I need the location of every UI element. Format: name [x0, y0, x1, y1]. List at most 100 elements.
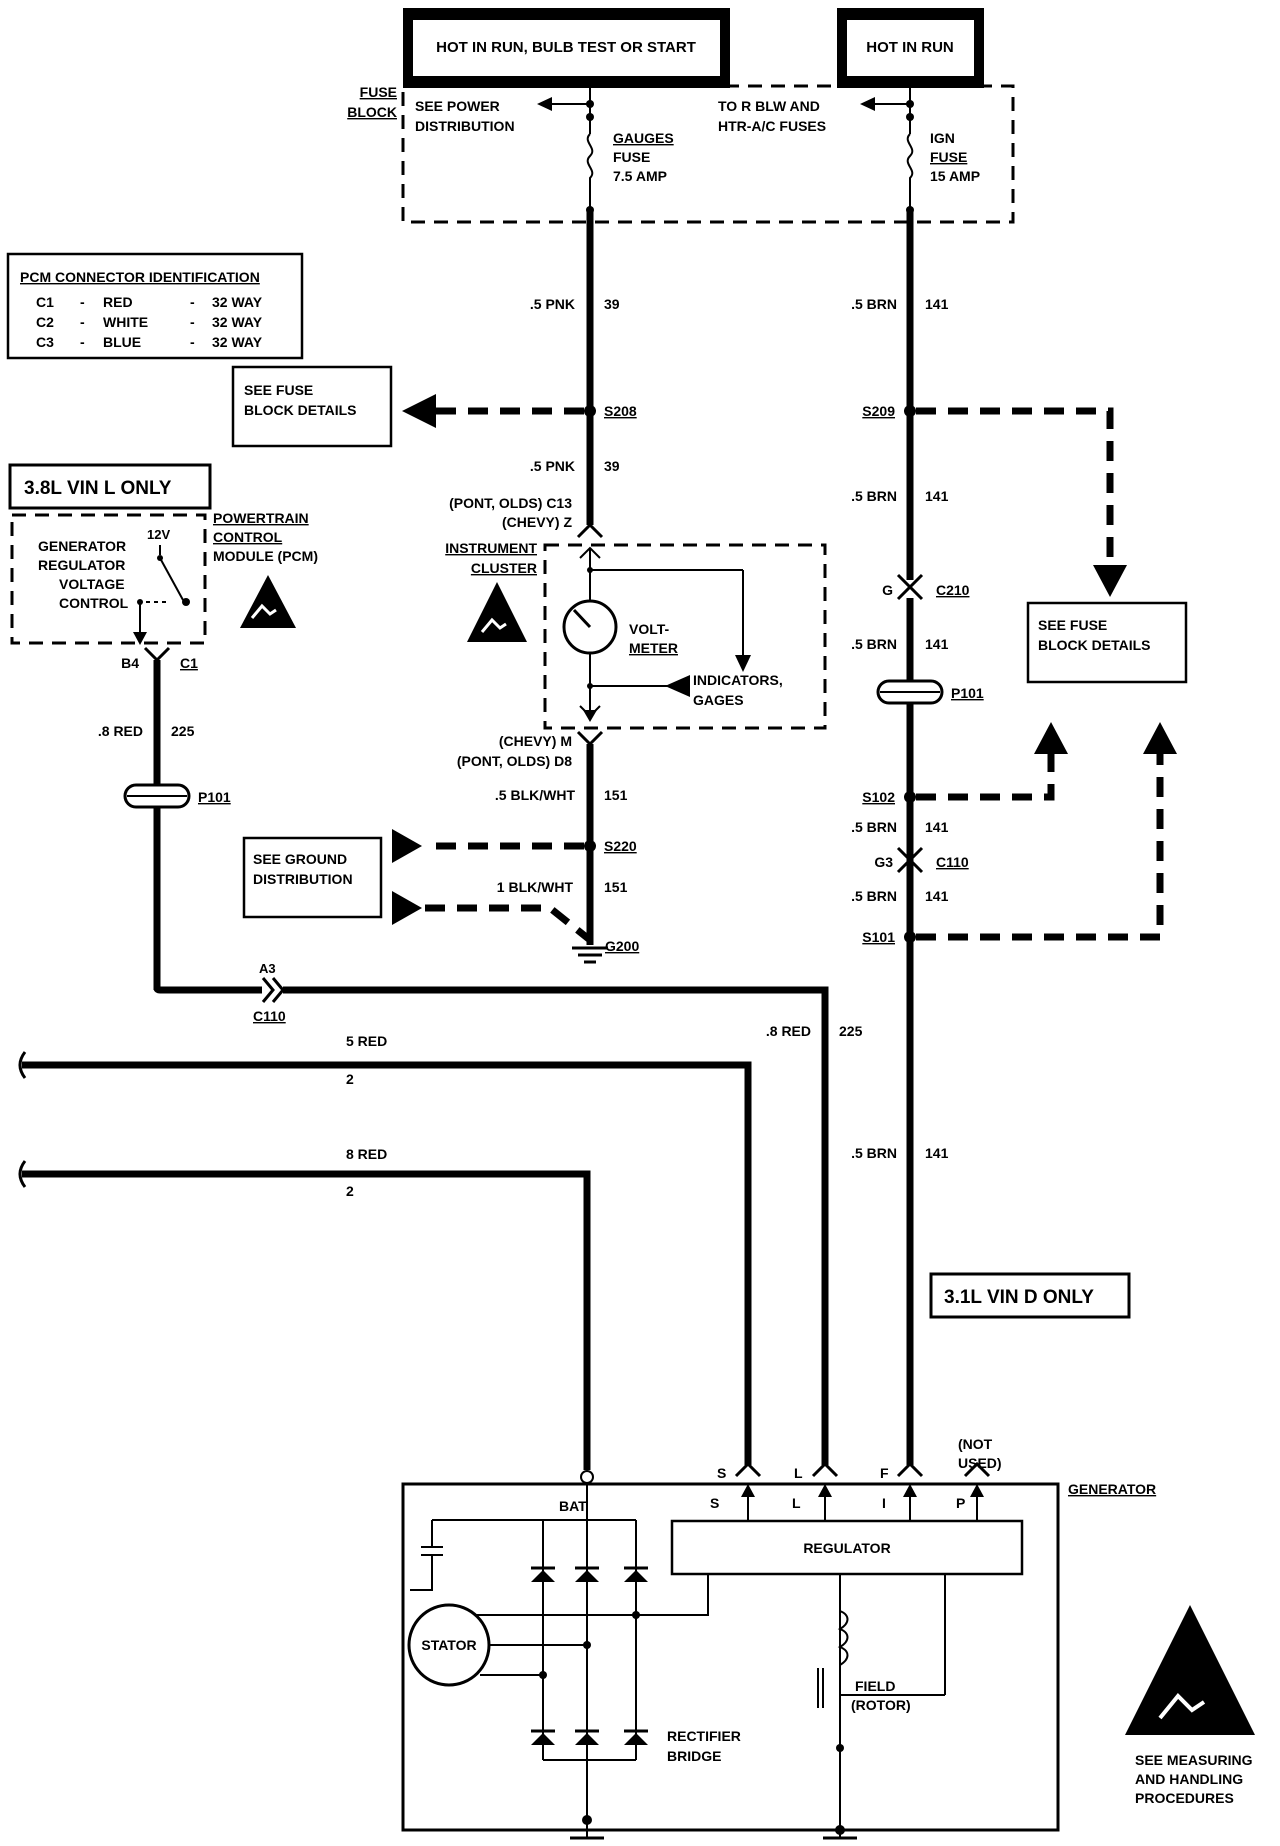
pcm-id-row-ways: 32 WAY: [212, 334, 263, 350]
terminal-label: S: [717, 1465, 726, 1481]
wire-label: .5 BRN: [851, 296, 897, 312]
wire-label: .8 RED: [766, 1023, 811, 1039]
diode-icon: [531, 1729, 555, 1745]
pcm-id-row-sep: -: [80, 334, 85, 350]
pcm-id-row-sep: -: [190, 294, 195, 310]
terminal-label: L: [792, 1495, 801, 1511]
wire-label: 1 BLK/WHT: [497, 879, 574, 895]
connector-label: (PONT, OLDS) D8: [457, 753, 572, 769]
ground-icon: [572, 946, 608, 964]
pcm-name-label: POWERTRAIN: [213, 510, 309, 526]
wire-2-red-8: [22, 1170, 591, 1470]
pcm-id-row-sep: -: [190, 334, 195, 350]
generator: [401, 1482, 1060, 1832]
see-fuse-label-2: BLOCK DETAILS: [1038, 637, 1151, 653]
voltmeter-label-1: VOLT-: [629, 621, 670, 637]
vin-l-label: 3.8L VIN L ONLY: [24, 478, 172, 499]
wire-label: .5 BRN: [851, 1145, 897, 1161]
to-fuses-2: HTR-A/C FUSES: [718, 118, 826, 134]
see-ground-box: [242, 836, 383, 919]
connector-label: (CHEVY) M: [499, 733, 572, 749]
pcm-id-title: PCM CONNECTOR IDENTIFICATION: [20, 269, 260, 285]
indicators-label-2: GAGES: [693, 692, 744, 708]
field-label: (ROTOR): [851, 1697, 911, 1713]
gauges-fuse-1: GAUGES: [613, 130, 674, 146]
circuit-number: 39: [604, 296, 620, 312]
esd-note-line: SEE MEASURING: [1135, 1752, 1253, 1768]
connector-label: P101: [951, 685, 984, 701]
ign-fuse-1: IGN: [930, 130, 955, 146]
pcm-id-row-sep: -: [190, 314, 195, 330]
fuse-block: [401, 84, 1015, 224]
splice-s208: [584, 405, 596, 417]
vin-l-box: [8, 463, 212, 510]
rectifier-label: RECTIFIER: [667, 1728, 741, 1744]
to-fuses-1: TO R BLW AND: [718, 98, 820, 114]
splice-s102: [904, 791, 916, 803]
wire-label: .5 BRN: [851, 636, 897, 652]
circuit-number: 39: [604, 458, 620, 474]
wire-label: 5 RED: [346, 1033, 387, 1049]
wire-label: .5 PNK: [530, 296, 575, 312]
wire-label: 8 RED: [346, 1146, 387, 1162]
pcm-name-label: CONTROL: [213, 529, 283, 545]
circuit-number: 151: [604, 787, 628, 803]
arrow-icon: [860, 97, 875, 111]
splice-label: S101: [862, 929, 895, 945]
rectifier-label: BRIDGE: [667, 1748, 721, 1764]
splice-s101: [904, 931, 916, 943]
field-coil-icon: [837, 1610, 849, 1666]
pcm-id-table: [6, 252, 304, 360]
terminal-label: P: [956, 1495, 965, 1511]
pcm-id-row-color: RED: [103, 294, 133, 310]
connector-c210: [896, 573, 924, 601]
pin-label: C1: [180, 655, 198, 671]
see-ground-label-1: SEE GROUND: [253, 851, 347, 867]
pin-label: B4: [121, 655, 139, 671]
pcm-id-row-sep: -: [80, 314, 85, 330]
wire-label: .5 BLK/WHT: [495, 787, 576, 803]
gauges-fuse-3: 7.5 AMP: [613, 168, 667, 184]
circuit-number: 141: [925, 636, 949, 652]
stator-label: STATOR: [421, 1637, 476, 1653]
splice-label: S209: [862, 403, 895, 419]
see-fuse-label-2: BLOCK DETAILS: [244, 402, 357, 418]
arrow-icon: [392, 891, 422, 925]
fuse-icon: [906, 133, 914, 210]
fuse-block-label-2: BLOCK: [347, 104, 397, 120]
connector-c110-right: [896, 846, 924, 874]
ign-fuse-3: 15 AMP: [930, 168, 980, 184]
diode-icon: [624, 1729, 648, 1745]
see-power-2: DISTRIBUTION: [415, 118, 515, 134]
pcm-ctrl-label: VOLTAGE: [59, 576, 125, 592]
see-fuse-box-right: [1026, 601, 1188, 684]
pcm-id-row-conn: C3: [36, 334, 54, 350]
esd-note-line: AND HANDLING: [1135, 1771, 1243, 1787]
circuit-number: 225: [171, 723, 195, 739]
connector-label: P101: [198, 789, 231, 805]
connector-label: C110: [253, 1008, 286, 1024]
not-used-label: USED): [958, 1455, 1002, 1471]
pcm-switch: [159, 557, 184, 601]
see-power-1: SEE POWER: [415, 98, 500, 114]
vin-d-box: [929, 1272, 1131, 1319]
wire-2-red-5: [22, 1061, 752, 1465]
circuit-number: 2: [346, 1183, 354, 1199]
wire-225-red: [283, 986, 829, 1465]
diode-icon: [531, 1566, 555, 1582]
source-right-label: HOT IN RUN: [866, 39, 954, 56]
circuit-number: 141: [925, 1145, 949, 1161]
terminal-label: L: [794, 1465, 803, 1481]
gauges-fuse-2: FUSE: [613, 149, 650, 165]
wire-label: .5 BRN: [851, 488, 897, 504]
arrow-icon: [1034, 722, 1068, 754]
connector-p101-right: [876, 679, 944, 705]
voltmeter-label-2: METER: [629, 640, 678, 656]
pcm-id-row-color: BLUE: [103, 334, 141, 350]
pcm-id-row-sep: -: [80, 294, 85, 310]
arrow-icon: [1093, 565, 1127, 597]
see-ground-label-2: DISTRIBUTION: [253, 871, 353, 887]
connector-label: (CHEVY) Z: [502, 514, 572, 530]
arrow-icon: [665, 675, 690, 697]
